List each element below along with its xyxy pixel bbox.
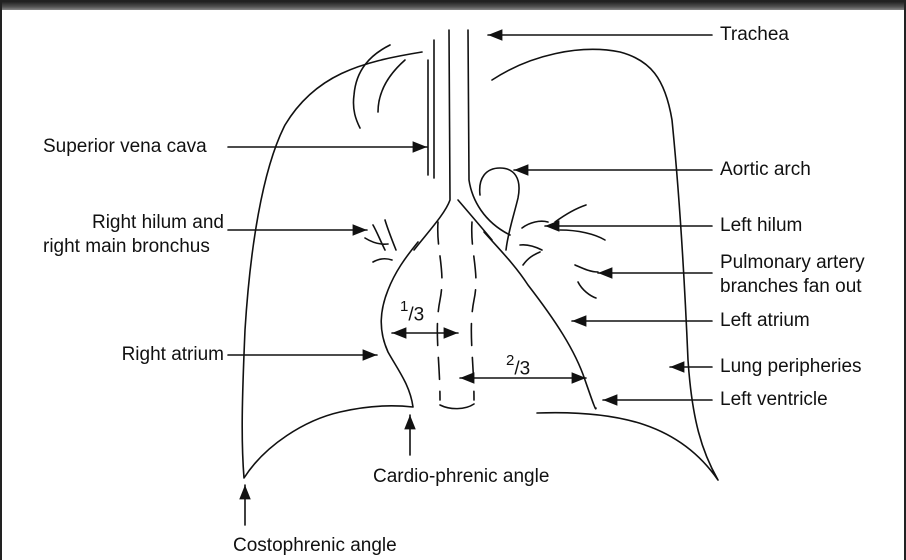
label-right-hilum-line2: right main bronchus [43,236,210,258]
label-pulmonary-line1: Pulmonary artery [720,252,865,274]
pulm-branch-3 [575,265,598,272]
spine-bottom [440,404,474,409]
right-hilum-4 [385,220,396,250]
trachea-carina [458,200,492,240]
right-lung-outline [242,52,422,478]
fraction-one-third-den: /3 [408,304,424,325]
left-hilum-2 [520,245,542,250]
label-pulmonary-line2: branches fan out [720,276,862,298]
right-hilum-3 [373,259,392,262]
label-cardio-phrenic-angle: Cardio-phrenic angle [373,466,549,488]
trachea-left-wall [414,30,450,250]
label-costophrenic-angle: Costophrenic angle [233,535,397,557]
label-aortic-arch: Aortic arch [720,159,811,181]
aortic-arch [480,168,519,250]
spine-right [471,222,476,400]
label-right-atrium: Right atrium [40,344,224,366]
label-right-hilum-line1: Right hilum and [40,212,224,234]
fraction-two-thirds-num: 2 [506,352,514,369]
upper-vessel-2 [378,60,405,112]
label-superior-vena-cava: Superior vena cava [43,136,207,158]
right-hilum-1 [373,225,385,250]
label-trachea: Trachea [720,24,789,46]
spine-left [437,222,442,400]
label-left-ventricle: Left ventricle [720,389,828,411]
left-hilum-3 [523,252,540,265]
label-left-atrium: Left atrium [720,310,810,332]
label-left-hilum: Left hilum [720,215,802,237]
right-hilum-2 [365,238,388,244]
left-hilum-1 [522,221,548,228]
fraction-two-thirds: 2/3 [506,354,530,380]
pulm-branch-2 [560,230,605,240]
pulm-branch-4 [578,282,596,298]
fraction-one-third-num: 1 [400,298,408,315]
left-lung-outline [492,49,718,480]
pulm-branch-1 [555,205,586,222]
fraction-one-third: 1/3 [400,300,424,326]
trachea-right-wall [468,30,510,235]
label-lung-peripheries: Lung peripheries [720,356,862,378]
fraction-two-thirds-den: /3 [514,358,530,379]
